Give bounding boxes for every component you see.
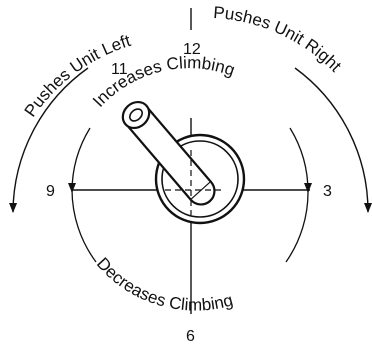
increase-arc-left (72, 128, 90, 192)
clock-3: 3 (323, 183, 332, 200)
decrease-arc-right (286, 190, 308, 262)
label-decreases-climbing: Decreases Climbing (93, 254, 235, 315)
clock-6: 6 (186, 328, 195, 345)
decrease-arc-left (72, 190, 96, 262)
clock-9: 9 (46, 183, 55, 200)
increase-arc-right (290, 128, 308, 192)
